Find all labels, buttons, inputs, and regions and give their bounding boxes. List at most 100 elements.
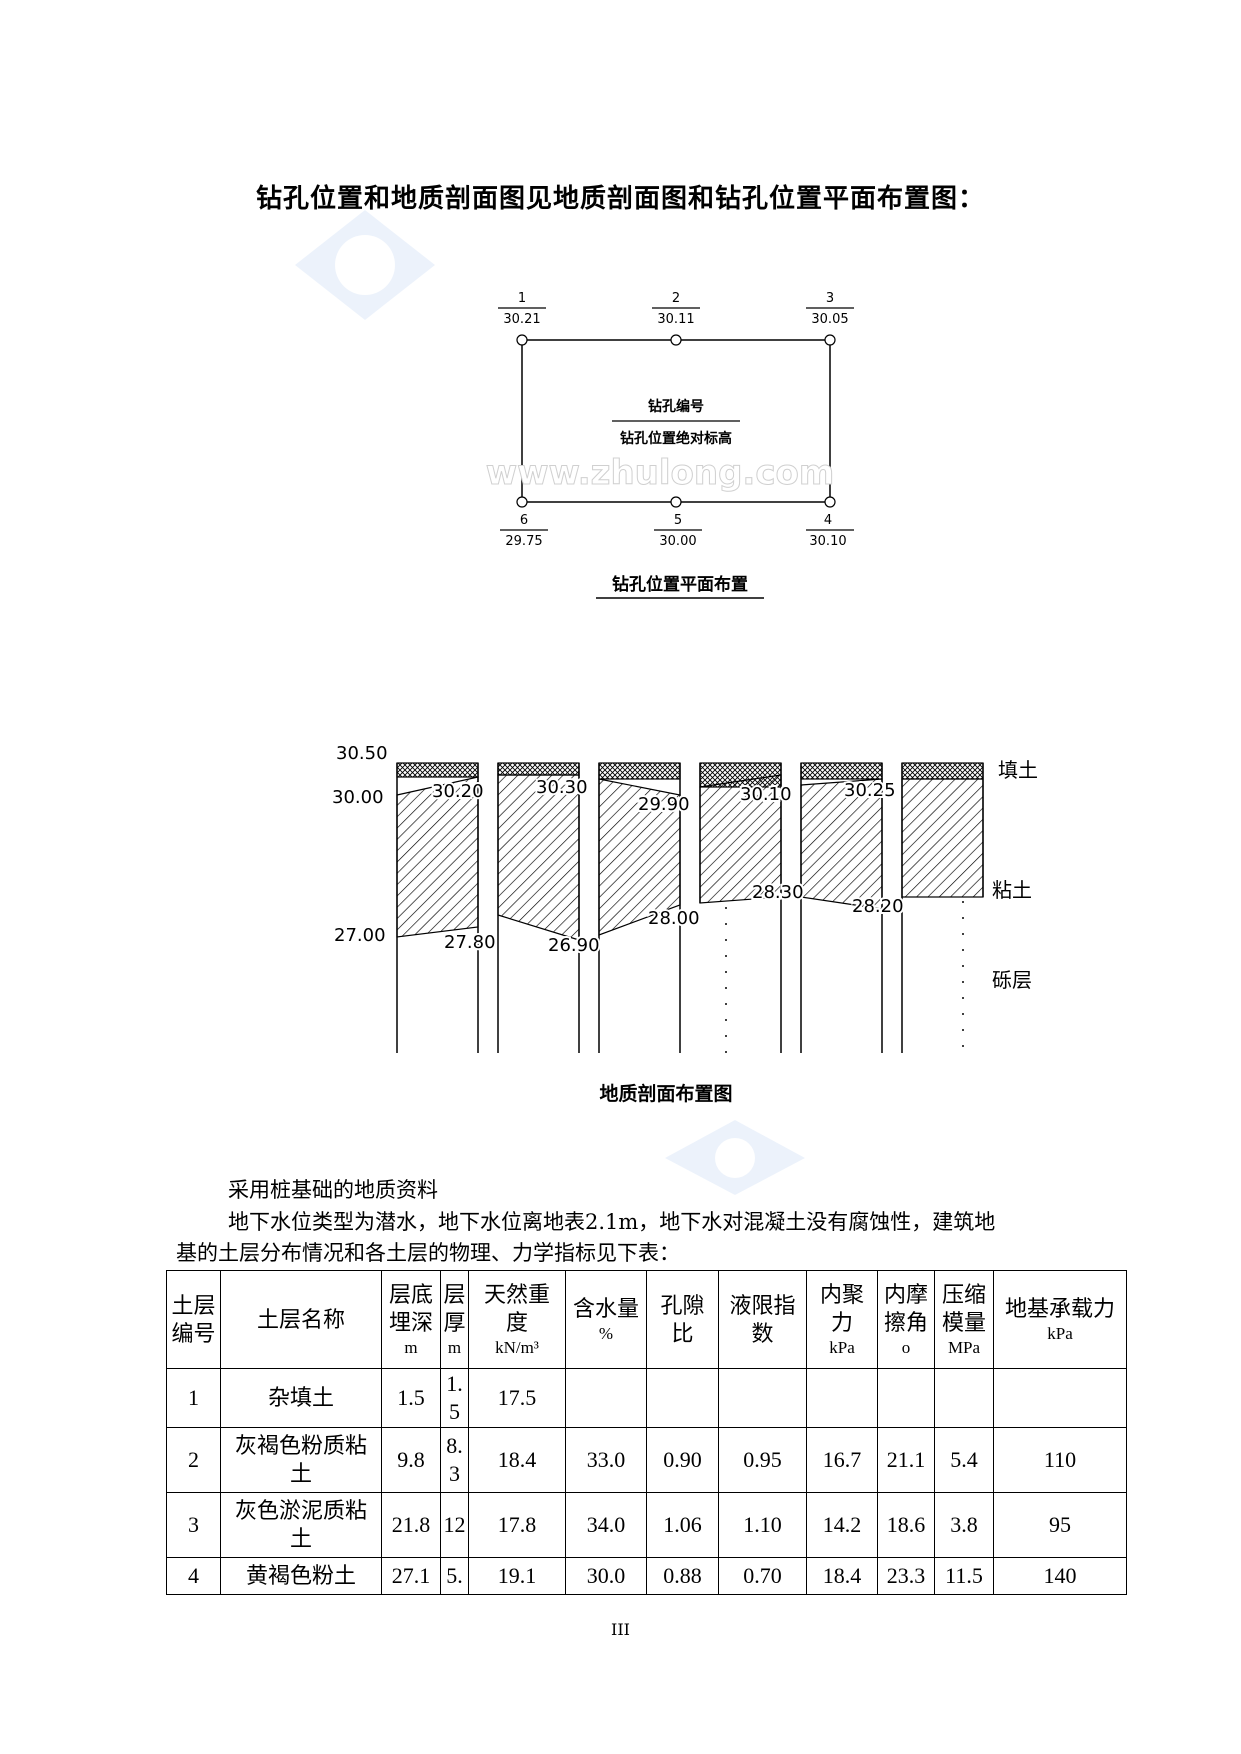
svg-text:29.75: 29.75 — [505, 534, 542, 549]
legend-label-elevation: 钻孔位置绝对标高 — [620, 430, 732, 447]
table-cell: 30.0 — [565, 1557, 647, 1595]
table-header-label: 内聚 力 — [819, 1281, 864, 1335]
svg-text:3: 3 — [826, 291, 834, 306]
table-cell: 1 — [166, 1368, 221, 1428]
background-logo-icon — [295, 210, 435, 320]
table-cell — [877, 1368, 935, 1428]
svg-text:30.05: 30.05 — [811, 312, 848, 327]
table-header-unit: m — [404, 1337, 418, 1357]
top-elevation-label: 29.90 — [638, 794, 690, 815]
table-cell: 34.0 — [565, 1492, 647, 1558]
table-header-unit: kN/m³ — [495, 1337, 539, 1357]
borehole-column — [497, 762, 580, 1053]
svg-text:30.21: 30.21 — [503, 312, 540, 327]
table-cell: 19.1 — [468, 1557, 566, 1595]
table-header-unit: kPa — [829, 1337, 855, 1357]
table-cell: 灰色淤泥质粘 土 — [220, 1492, 382, 1558]
background-logo-icon — [665, 1120, 805, 1195]
bottom-elevation-label: 28.30 — [752, 882, 804, 903]
table-header-unit: % — [598, 1323, 614, 1343]
table-cell: 17.5 — [468, 1368, 566, 1428]
borehole-marker: 6 29.75 — [500, 496, 548, 549]
top-elevation-label: 30.20 — [432, 781, 484, 802]
borehole-column — [800, 762, 883, 1053]
table-cell: 黄褐色粉土 — [220, 1557, 382, 1595]
bottom-elevation-label: 28.00 — [648, 908, 700, 929]
table-cell: 灰褐色粉质粘 土 — [220, 1427, 382, 1493]
borehole-marker: 4 30.10 — [806, 496, 854, 549]
table-header-label: 天然重 度 — [483, 1281, 550, 1335]
table-cell: 0.90 — [646, 1427, 719, 1493]
table-cell: 18.4 — [806, 1557, 878, 1595]
table-cell — [993, 1368, 1127, 1428]
bottom-elevation-label: 26.90 — [548, 935, 600, 956]
svg-text:30.10: 30.10 — [809, 534, 846, 549]
scale-label: 30.00 — [332, 787, 384, 808]
table-cell: 4 — [166, 1557, 221, 1595]
table-cell: 9.8 — [381, 1427, 441, 1493]
table-header-label: 内摩 擦角 — [883, 1281, 928, 1335]
watermark-text: www.zhulong.com — [486, 453, 835, 493]
svg-text:1: 1 — [518, 291, 526, 306]
bottom-elevation-label: 28.20 — [852, 896, 904, 917]
geological-profile-figure: 30.50 30.00 27.00 — [332, 743, 1038, 1105]
table-cell: 33.0 — [565, 1427, 647, 1493]
table-header-label: 含水量 — [572, 1295, 639, 1321]
layer-label: 填土 — [998, 758, 1038, 782]
borehole-marker: 1 30.21 — [498, 291, 546, 346]
scale-label: 27.00 — [334, 925, 386, 946]
table-header-label: 孔隙 比 — [660, 1292, 705, 1346]
table-cell: 23.3 — [877, 1557, 935, 1595]
table-cell: 0.95 — [718, 1427, 807, 1493]
table-cell: 18.6 — [877, 1492, 935, 1558]
table-cell: 16.7 — [806, 1427, 878, 1493]
table-cell: 21.1 — [877, 1427, 935, 1493]
borehole-column — [598, 762, 681, 1053]
table-cell: 11.5 — [934, 1557, 994, 1595]
table-cell: 8. 3 — [440, 1427, 469, 1493]
table-cell: 5.4 — [934, 1427, 994, 1493]
borehole-column — [396, 762, 479, 1053]
table-header-label: 土层名称 — [256, 1306, 345, 1332]
table-cell: 27.1 — [381, 1557, 441, 1595]
borehole-column — [901, 762, 984, 1053]
svg-text:30.00: 30.00 — [659, 534, 696, 549]
top-elevation-label: 30.25 — [844, 780, 896, 801]
plan-caption: 钻孔位置平面布置 — [612, 574, 748, 595]
table-header-cell: 土层 编号 — [166, 1270, 221, 1369]
table-cell: 1. 5 — [440, 1368, 469, 1428]
table-cell: 1.06 — [646, 1492, 719, 1558]
table-header-cell: 含水量% — [565, 1270, 647, 1369]
table-cell: 17.8 — [468, 1492, 566, 1558]
table-header-cell: 土层名称 — [220, 1270, 382, 1369]
table-header-cell: 液限指 数 — [718, 1270, 807, 1369]
table-cell — [934, 1368, 994, 1428]
table-cell: 5. — [440, 1557, 469, 1595]
layer-label: 砾层 — [992, 968, 1032, 992]
table-header-cell: 孔隙 比 — [646, 1270, 719, 1369]
legend-label-id: 钻孔编号 — [648, 398, 704, 415]
borehole-marker: 2 30.11 — [652, 291, 700, 346]
table-header-label: 液限指 数 — [729, 1292, 796, 1346]
table-cell: 14.2 — [806, 1492, 878, 1558]
svg-text:2: 2 — [672, 291, 680, 306]
table-header-label: 层 厚 — [443, 1281, 466, 1335]
table-cell: 杂填土 — [220, 1368, 382, 1428]
table-cell — [646, 1368, 719, 1428]
table-header-unit: MPa — [947, 1337, 981, 1357]
table-cell: 2 — [166, 1427, 221, 1493]
profile-caption: 地质剖面布置图 — [599, 1082, 732, 1105]
table-header-unit: m — [447, 1337, 462, 1357]
table-cell: 0.70 — [718, 1557, 807, 1595]
